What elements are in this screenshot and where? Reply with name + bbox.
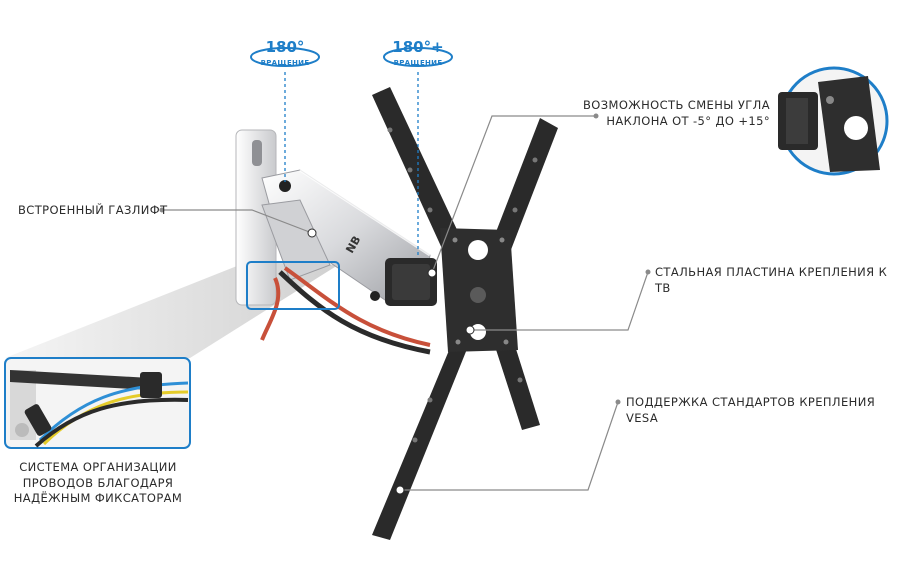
label-vesa: ПОДДЕРЖКА СТАНДАРТОВ КРЕПЛЕНИЯ VESA: [626, 395, 876, 425]
rotation-badge-head: 180°+ ВРАЩЕНИЕ: [376, 30, 460, 90]
rotation-word-wall: ВРАЩЕНИЕ: [260, 59, 310, 67]
callout-line-tilt: [431, 115, 596, 274]
rotation-angle-head: 180°+: [392, 38, 444, 56]
callout-line-gas-lift: [162, 209, 313, 234]
rotation-angle-wall: 180°: [265, 38, 305, 56]
label-tilt-line-2: НАКЛОНА ОТ -5° ДО +15°: [606, 113, 770, 128]
cable-detail-inset: [4, 357, 191, 449]
rotation-word-head: ВРАЩЕНИЕ: [393, 59, 443, 67]
label-cable-line-1: СИСТЕМА ОРГАНИЗАЦИИ: [19, 460, 177, 474]
rotation-badge-wall-ring: [250, 47, 320, 67]
rotation-badge-wall: 180° ВРАЩЕНИЕ: [243, 30, 327, 90]
tilt-detail-circle: [778, 66, 889, 176]
cable-cutout-highlight: [246, 261, 340, 310]
label-cable-management: СИСТЕМА ОРГАНИЗАЦИИ ПРОВОДОВ БЛАГОДАРЯ Н…: [8, 460, 188, 507]
rotation-badge-head-ring: [383, 47, 453, 67]
callout-line-steel-plate: [470, 271, 649, 331]
label-gas-lift: ВСТРОЕННЫЙ ГАЗЛИФТ: [18, 203, 168, 217]
label-tilt: ВОЗМОЖНОСТЬ СМЕНЫ УГЛА НАКЛОНА ОТ -5° ДО…: [560, 98, 770, 129]
label-tilt-line-1: ВОЗМОЖНОСТЬ СМЕНЫ УГЛА: [583, 98, 770, 112]
label-steel-plate: СТАЛЬНАЯ ПЛАСТИНА КРЕПЛЕНИЯ К ТВ: [655, 265, 888, 295]
cable-red: [283, 266, 431, 347]
callout-line-vesa: [400, 401, 619, 491]
label-cable-line-2: ПРОВОДОВ БЛАГОДАРЯ: [22, 475, 174, 490]
label-cable-line-3: НАДЁЖНЫМ ФИКСАТОРАМ: [13, 491, 183, 506]
